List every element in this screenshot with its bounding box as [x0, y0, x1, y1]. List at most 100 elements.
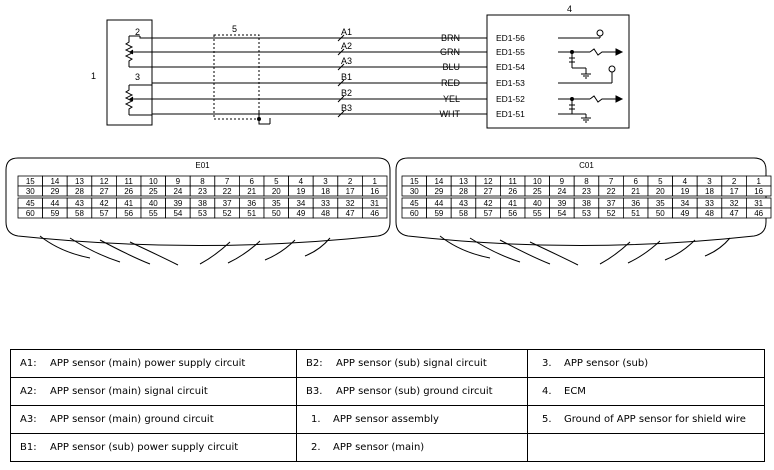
legend-cell: 5.Ground of APP sensor for shield wire — [527, 405, 765, 434]
wire-color-b2: YEL — [443, 94, 460, 104]
pin-number: 34 — [680, 199, 689, 208]
pin-number: 55 — [149, 209, 158, 218]
pin-number: 3 — [323, 177, 328, 186]
pin-number: 23 — [198, 187, 207, 196]
pin-number: 60 — [410, 209, 419, 218]
pin-number: 49 — [680, 209, 689, 218]
wire-color-a1: BRN — [441, 33, 460, 43]
circuit-code-b3: B3 — [341, 103, 352, 113]
pin-number: 56 — [124, 209, 133, 218]
legend-cell: 3.APP sensor (sub) — [527, 349, 765, 378]
legend-code: 2. — [311, 442, 321, 453]
pin-number: 15 — [26, 177, 35, 186]
connector-c01-name: C01 — [579, 161, 594, 170]
pin-number: 4 — [683, 177, 688, 186]
legend-table: A1:APP sensor (main) power supply circui… — [10, 349, 765, 462]
pin-number: 36 — [631, 199, 640, 208]
pin-number: 54 — [173, 209, 182, 218]
legend-cell: B3.APP sensor (sub) ground circuit — [296, 377, 528, 406]
pin-number: 32 — [346, 199, 355, 208]
pin-number: 26 — [508, 187, 517, 196]
pin-number: 32 — [730, 199, 739, 208]
pin-number: 8 — [584, 177, 589, 186]
pin-number: 51 — [247, 209, 256, 218]
pin-number: 22 — [223, 187, 232, 196]
pin-number: 13 — [75, 177, 84, 186]
pin-number: 22 — [607, 187, 616, 196]
label-shield: 5 — [232, 24, 237, 34]
pin-number: 12 — [484, 177, 493, 186]
pin-number: 17 — [730, 187, 739, 196]
pin-number: 30 — [26, 187, 35, 196]
pin-number: 44 — [50, 199, 59, 208]
pin-number: 20 — [272, 187, 281, 196]
pin-number: 29 — [434, 187, 443, 196]
pin-number: 57 — [100, 209, 109, 218]
pin-number: 56 — [508, 209, 517, 218]
pin-number: 53 — [582, 209, 591, 218]
pin-number: 31 — [754, 199, 763, 208]
pin-number: 27 — [100, 187, 109, 196]
pin-number: 13 — [459, 177, 468, 186]
shield-drain-wire — [258, 112, 270, 125]
pin-number: 59 — [434, 209, 443, 218]
legend-code: B2: — [306, 358, 323, 369]
pin-number: 17 — [346, 187, 355, 196]
pin-cell — [746, 207, 772, 219]
ecm-box — [486, 14, 630, 129]
pin-number: 2 — [732, 177, 737, 186]
wire-color-a2: GRN — [440, 47, 460, 57]
connector-c01-housing — [395, 157, 767, 246]
pin-number: 42 — [100, 199, 109, 208]
pin-number: 60 — [26, 209, 35, 218]
pin-number: 35 — [272, 199, 281, 208]
wire-color-b1: RED — [441, 78, 461, 88]
legend-text: APP sensor (main) — [333, 442, 425, 453]
pin-number: 40 — [149, 199, 158, 208]
circuit-code-a2: A2 — [341, 41, 352, 51]
pin-number: 45 — [26, 199, 35, 208]
pin-number: 28 — [459, 187, 468, 196]
pin-cell — [361, 207, 388, 219]
pin-number: 50 — [272, 209, 281, 218]
pin-number: 25 — [533, 187, 542, 196]
wire-break-mark — [337, 95, 345, 103]
label-sensor-sub: 3 — [135, 72, 140, 82]
legend-code: A3: — [20, 414, 37, 425]
pin-number: 31 — [370, 199, 379, 208]
ecm-terminal: ED1-55 — [496, 47, 525, 57]
pin-number: 29 — [50, 187, 59, 196]
ecm-terminal: ED1-53 — [496, 78, 525, 88]
legend-cell: B1:APP sensor (sub) power supply circuit — [10, 433, 297, 462]
legend-code: B1: — [20, 442, 37, 453]
pin-number: 28 — [75, 187, 84, 196]
pin-number: 16 — [754, 187, 763, 196]
pin-number: 16 — [370, 187, 379, 196]
legend-row: A1:APP sensor (main) power supply circui… — [10, 349, 765, 378]
pin-number: 41 — [508, 199, 517, 208]
legend-text: APP sensor (main) signal circuit — [50, 386, 208, 397]
pin-number: 52 — [223, 209, 232, 218]
label-assembly: 1 — [91, 71, 96, 81]
sensor-assembly-box — [106, 19, 153, 126]
wire-break-mark — [337, 110, 345, 118]
connector-e01-housing — [5, 157, 391, 246]
pin-number: 19 — [680, 187, 689, 196]
pin-cell — [361, 185, 388, 197]
legend-code: B3. — [306, 386, 323, 397]
legend-code: A2: — [20, 386, 37, 397]
pin-number: 27 — [484, 187, 493, 196]
pin-number: 39 — [173, 199, 182, 208]
sensor-main-resistor — [124, 36, 134, 67]
ecm-terminal: ED1-52 — [496, 94, 525, 104]
pin-number: 36 — [247, 199, 256, 208]
pin-number: 6 — [249, 177, 254, 186]
pin-number: 46 — [370, 209, 379, 218]
pin-number: 59 — [50, 209, 59, 218]
pin-number: 38 — [198, 199, 207, 208]
pin-number: 51 — [631, 209, 640, 218]
pin-number: 46 — [754, 209, 763, 218]
pin-number: 8 — [200, 177, 205, 186]
pin-number: 52 — [607, 209, 616, 218]
